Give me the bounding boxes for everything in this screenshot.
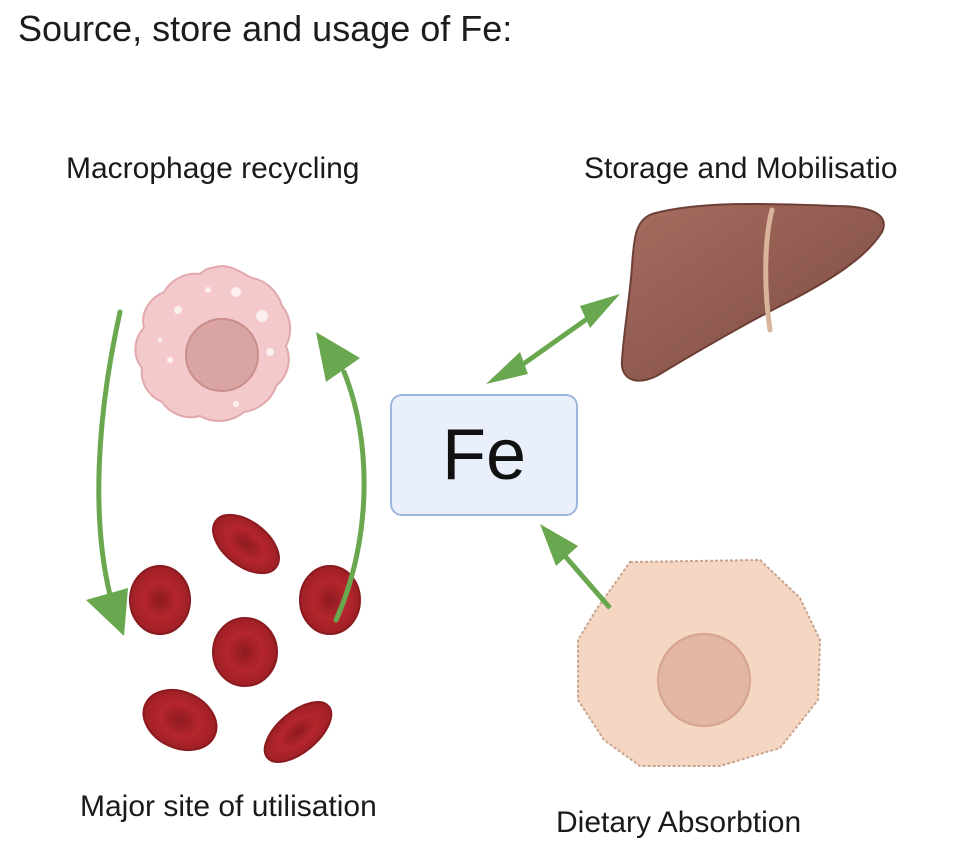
page-title: Source, store and usage of Fe:: [18, 8, 513, 49]
label-utilisation: Major site of utilisation: [80, 790, 377, 823]
macrophage-icon: [134, 265, 292, 422]
arrow-macrophage-to-rbc: [86, 309, 128, 636]
fe-center-box: Fe: [390, 394, 578, 516]
label-macrophage: Macrophage recycling: [66, 152, 360, 185]
red-blood-cell-icon: [129, 513, 361, 763]
arrow-absorption-to-fe: [540, 524, 612, 610]
liver-icon: [620, 202, 885, 382]
enterocyte-icon: [577, 558, 822, 767]
arrow-fe-liver-bidirectional: [486, 294, 620, 384]
label-storage: Storage and Mobilisatio: [584, 152, 898, 185]
arrow-rbc-to-macrophage: [316, 332, 367, 623]
fe-label: Fe: [441, 415, 527, 495]
label-absorption: Dietary Absorbtion: [556, 806, 802, 839]
